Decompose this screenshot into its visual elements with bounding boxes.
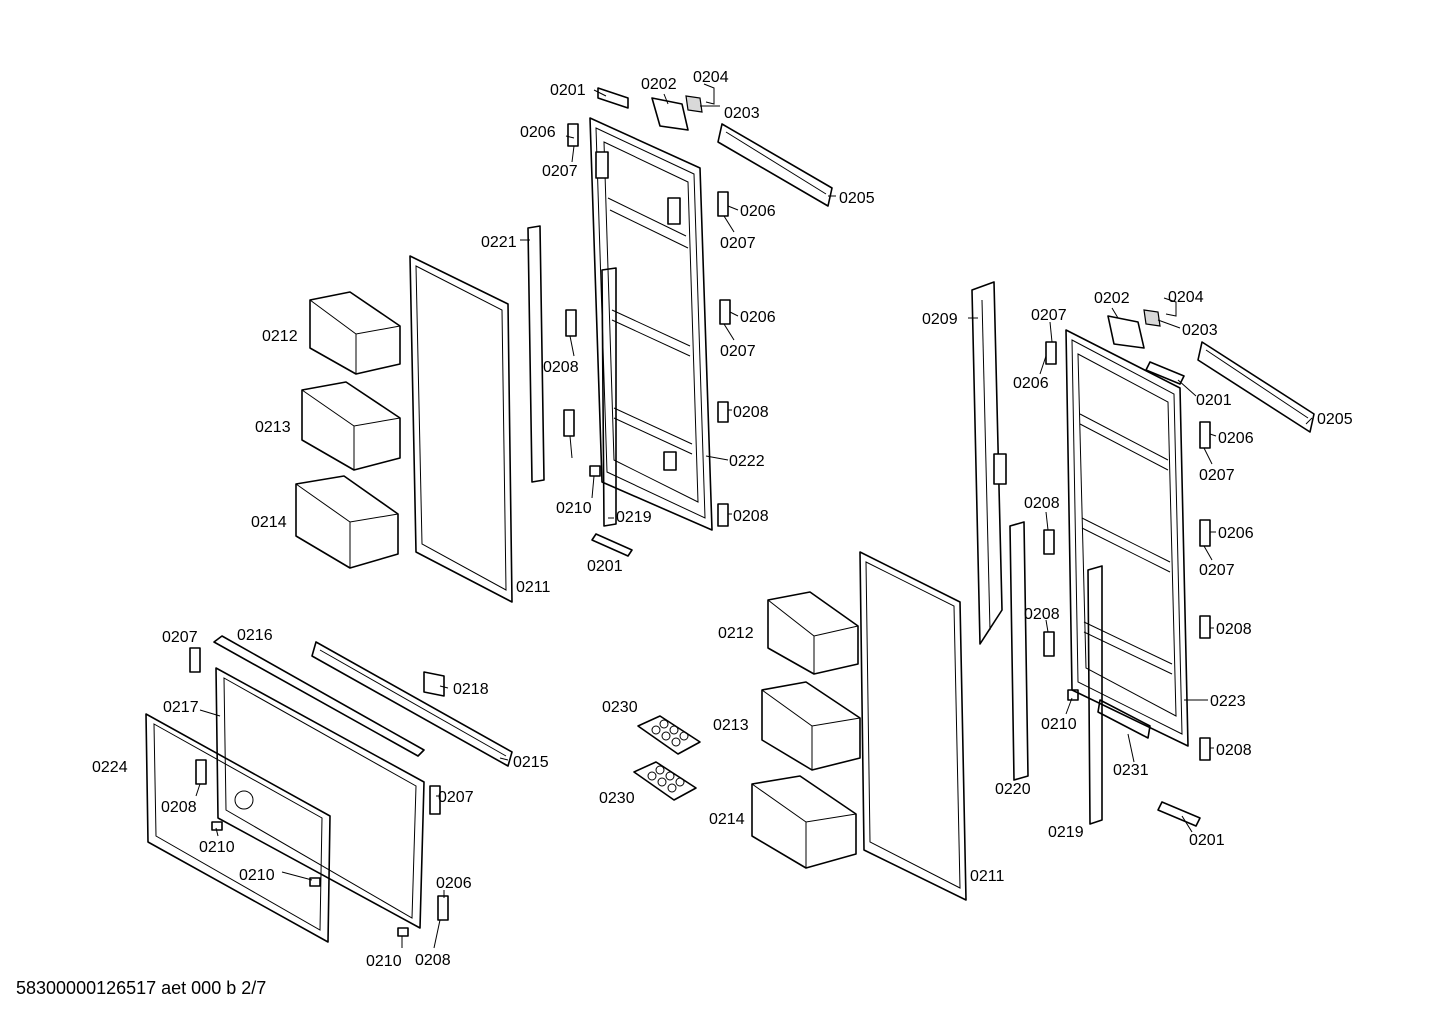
callout-0223: 0223 [1210,693,1246,710]
callout-0203: 0203 [1182,322,1218,339]
callout-0231: 0231 [1113,762,1149,779]
callout-0205: 0205 [839,190,875,207]
callout-0221: 0221 [481,234,517,251]
callout-0208: 0208 [1216,742,1252,759]
drawing-reference-number: 58300000126517 aet 000 b 2/7 [16,978,267,998]
callout-0210: 0210 [1041,716,1077,733]
callout-0206: 0206 [436,875,472,892]
callout-0212: 0212 [262,328,298,345]
callout-0206: 0206 [1218,525,1254,542]
callout-0206: 0206 [740,309,776,326]
callout-0211: 0211 [516,579,551,596]
callout-0212: 0212 [718,625,754,642]
callout-0207: 0207 [1031,307,1067,324]
callout-0210: 0210 [366,953,402,970]
callout-0207: 0207 [1199,467,1235,484]
callout-0208: 0208 [415,952,451,969]
callout-0230: 0230 [599,790,635,807]
callout-0220: 0220 [995,781,1031,798]
callout-0206: 0206 [1218,430,1254,447]
callout-0213: 0213 [255,419,291,436]
callout-0203: 0203 [724,105,760,122]
upper-door-assembly [295,83,833,603]
callout-0208: 0208 [1024,606,1060,623]
callout-0208: 0208 [733,404,769,421]
callout-0210: 0210 [239,867,275,884]
callout-0208: 0208 [733,508,769,525]
callout-0207: 0207 [720,235,756,252]
callout-0209: 0209 [922,311,958,328]
callout-0218: 0218 [453,681,489,698]
callout-0222: 0222 [729,453,765,470]
callout-0217: 0217 [163,699,199,716]
egg-trays [633,715,701,801]
callout-labels: 0201 0202 0204 0203 0206 0207 0205 0206 … [92,69,1353,970]
callout-0207: 0207 [1199,562,1235,579]
callout-0211: 0211 [970,868,1005,885]
callout-0210: 0210 [199,839,235,856]
callout-0204: 0204 [1168,289,1204,306]
leader-lines [195,89,1313,949]
callout-0214: 0214 [709,811,745,828]
callout-0207: 0207 [162,629,198,646]
callout-0216: 0216 [237,627,273,644]
right-door-assembly [633,281,1315,901]
callout-0219: 0219 [616,509,652,526]
right-shelf-set [751,591,861,869]
callout-0219: 0219 [1048,824,1084,841]
callout-0207: 0207 [438,789,474,806]
callout-0202: 0202 [641,76,677,93]
callout-0201: 0201 [587,558,623,575]
callout-0208: 0208 [1024,495,1060,512]
callout-0208: 0208 [161,799,197,816]
upper-shelf-set [295,291,401,569]
callout-0207: 0207 [720,343,756,360]
callout-0206: 0206 [740,203,776,220]
callout-0208: 0208 [543,359,579,376]
callout-0201: 0201 [1196,392,1232,409]
callout-0215: 0215 [513,754,549,771]
callout-0204: 0204 [693,69,729,86]
callout-0208: 0208 [1216,621,1252,638]
callout-0224: 0224 [92,759,128,776]
callout-0202: 0202 [1094,290,1130,307]
callout-0205: 0205 [1317,411,1353,428]
callout-0201: 0201 [550,82,586,99]
callout-0206: 0206 [1013,375,1049,392]
callout-0230: 0230 [602,699,638,716]
freezer-drawer-assembly [145,635,513,943]
callout-0207: 0207 [542,163,578,180]
callout-0210: 0210 [556,500,592,517]
callout-0213: 0213 [713,717,749,734]
callout-0206: 0206 [520,124,556,141]
callout-0214: 0214 [251,514,287,531]
callout-0201: 0201 [1189,832,1225,849]
